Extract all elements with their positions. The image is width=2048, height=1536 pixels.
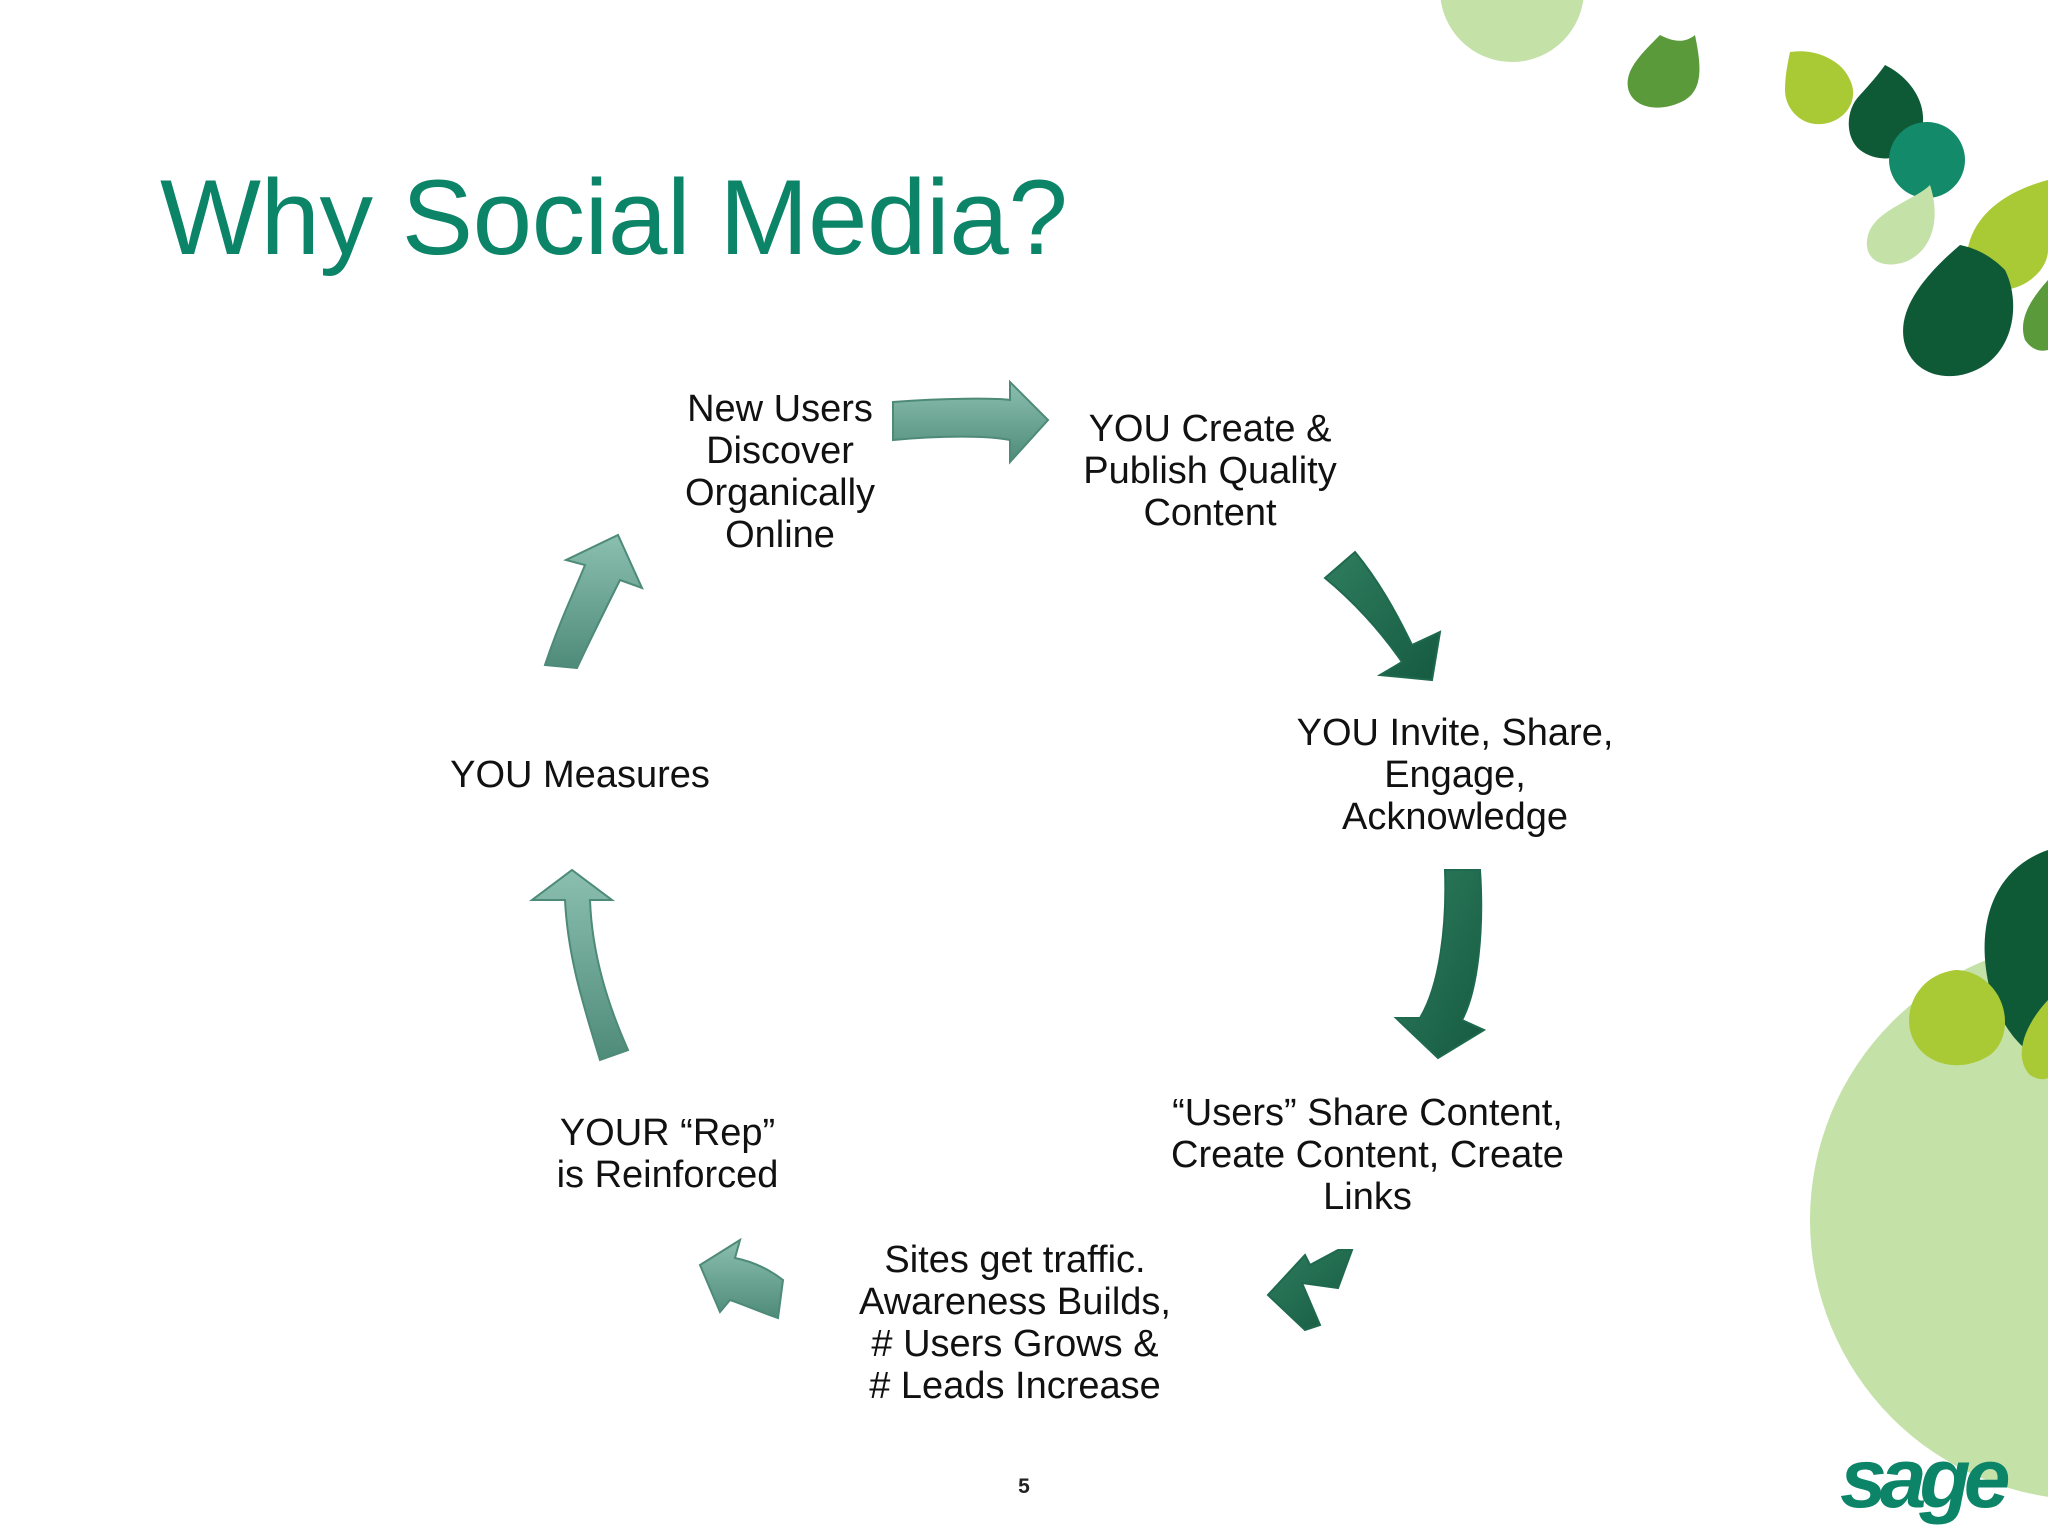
arrow-traffic-to-rep [698,1237,785,1320]
deco-leaf-2 [1785,51,1854,125]
deco-circle-top [1440,0,1584,62]
deco-leaf-7 [2022,280,2048,351]
slide-title: Why Social Media? [160,157,1068,277]
arrow-discover-to-create [892,379,1050,465]
deco-leaf-9 [1909,970,2005,1066]
deco-circle-bottom [1810,943,2048,1497]
arrow-invite-to-users-share [1393,869,1487,1060]
node-rep: YOUR “Rep” is Reinforced [556,1112,779,1196]
node-traffic: Sites get traffic. Awareness Builds, # U… [859,1239,1171,1407]
node-discover: New Users Discover Organically Online [684,388,876,556]
page-number: 5 [1018,1475,1030,1498]
arrow-measures-to-discover [543,533,644,670]
node-invite: YOU Invite, Share, Engage, Acknowledge [1296,712,1614,838]
deco-leaf-1 [1627,35,1700,108]
node-measures: YOU Measures [450,754,710,796]
node-users-share: “Users” Share Content, Create Content, C… [1171,1092,1564,1218]
node-create: YOU Create & Publish Quality Content [1083,408,1337,534]
deco-leaf-6 [1903,245,2014,377]
sage-logo: sage [1840,1431,2010,1525]
arrow-rep-to-measures [529,868,630,1062]
deco-circle-teal [1889,122,1965,198]
arrow-create-to-invite [1323,550,1442,682]
arrow-users-share-to-traffic [1266,1249,1354,1332]
deco-leaf-10 [2021,1000,2048,1080]
deco-leaf-4 [1866,185,1935,265]
